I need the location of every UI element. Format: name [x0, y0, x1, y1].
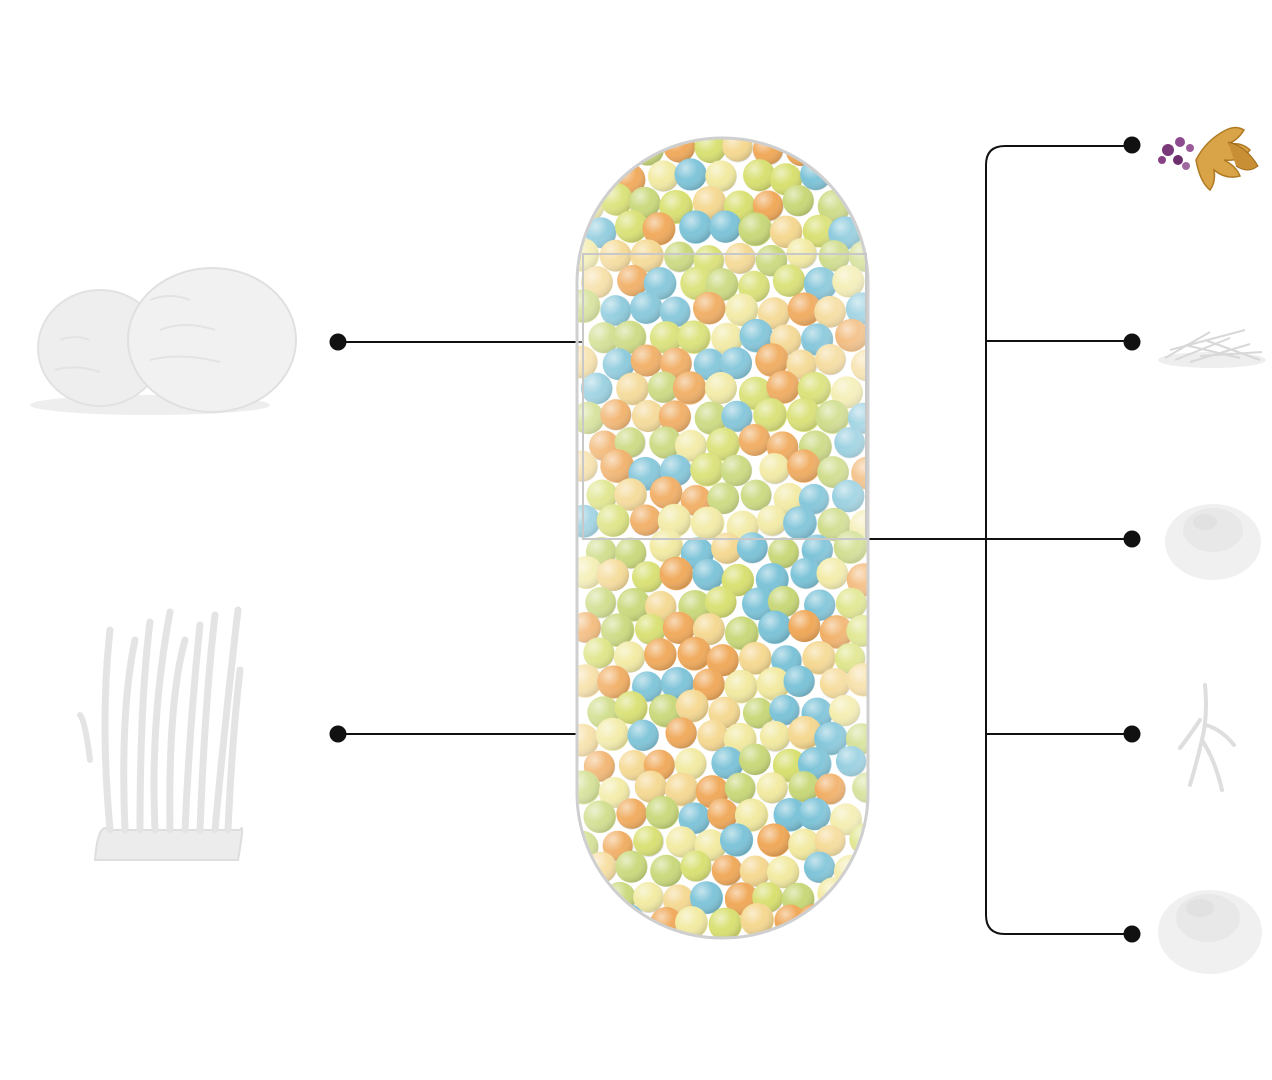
capsule-bead [581, 909, 614, 938]
capsule-bead-shade [599, 138, 632, 167]
cordyceps-mushroom-icon [77, 606, 244, 861]
capsule-bead-shade [848, 138, 868, 165]
powder-icon [1165, 504, 1261, 580]
shredded-herb-icon [1158, 329, 1266, 368]
capsule-bead [845, 883, 868, 917]
capsule-bead-shade [581, 910, 614, 938]
capsule-bead-shade [846, 883, 868, 916]
herb-roots-icon [1158, 126, 1259, 192]
capsule-bead-shade [830, 905, 863, 938]
capsule-bead [814, 138, 847, 170]
capsule-bead [831, 163, 862, 195]
capsule-bead [577, 877, 599, 912]
connector-lines [338, 145, 1131, 935]
capsule-band [582, 253, 867, 540]
capsule-bead [598, 138, 633, 167]
capsule-bead-shade [577, 878, 598, 911]
capsule-bead [577, 138, 602, 168]
capsule-bead [582, 158, 617, 193]
dot-right-2 [1123, 333, 1141, 351]
dot-right-4 [1123, 725, 1141, 743]
capsule-bead [830, 906, 862, 937]
capsule-bead-shade [577, 138, 601, 167]
connector-dots [329, 136, 1141, 943]
dot-right-1 [1123, 136, 1141, 154]
connector-right-trunk [985, 145, 1131, 935]
dot-right-3 [1123, 530, 1141, 548]
dot-right-5 [1123, 925, 1141, 943]
powder-icon [1158, 890, 1262, 974]
capsule-bead-shade [814, 138, 847, 170]
dot-left-top [329, 333, 347, 351]
capsule-bead-shade [583, 159, 616, 192]
capsule-bead [847, 138, 868, 166]
ginseng-root-icon [1178, 683, 1236, 792]
lions-mane-mushroom-icon [30, 267, 297, 415]
capsule [575, 136, 870, 940]
dot-left-bottom [329, 725, 347, 743]
